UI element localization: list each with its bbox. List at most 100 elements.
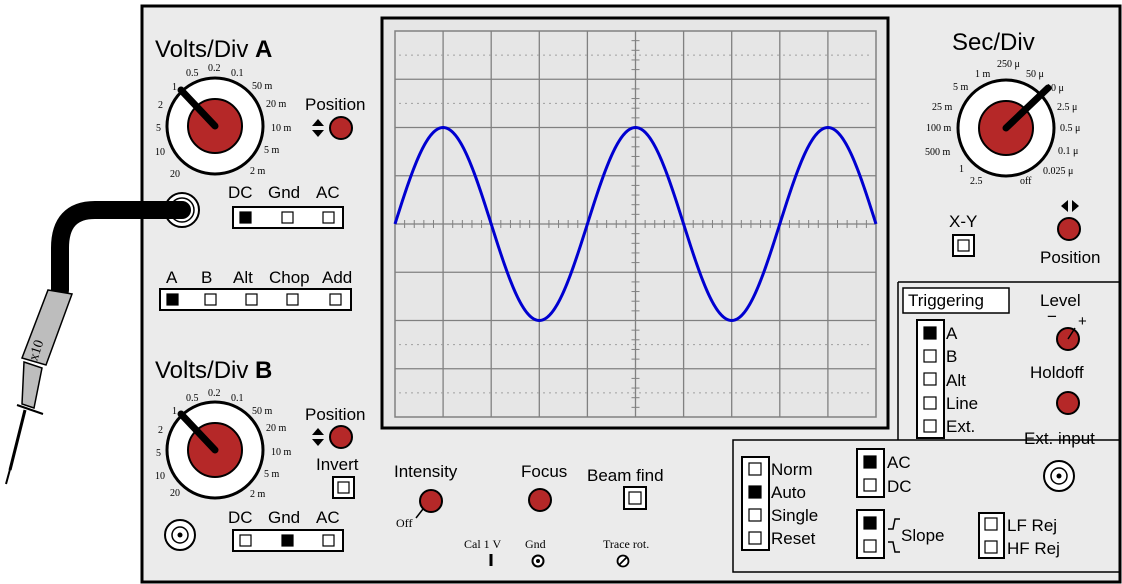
svg-text:AC: AC bbox=[887, 453, 911, 472]
svg-text:10 m: 10 m bbox=[271, 447, 292, 458]
svg-text:10: 10 bbox=[155, 471, 165, 482]
falling-edge-icon bbox=[888, 541, 900, 553]
sec-div-knob[interactable] bbox=[956, 78, 1056, 178]
cal-label: Cal 1 V bbox=[464, 537, 501, 551]
svg-text:1: 1 bbox=[959, 164, 964, 175]
mode-add-button[interactable] bbox=[329, 293, 342, 306]
svg-text:A: A bbox=[946, 324, 958, 343]
svg-text:B: B bbox=[201, 268, 212, 287]
holdoff-label: Holdoff bbox=[1030, 363, 1084, 382]
level-label: Level bbox=[1040, 291, 1081, 310]
slope-falling-button[interactable] bbox=[863, 539, 877, 553]
mode-b-button[interactable] bbox=[204, 293, 217, 306]
focus-knob[interactable] bbox=[528, 488, 552, 512]
volts-div-b-title: Volts/Div B bbox=[155, 357, 272, 384]
gnd-terminal-label: Gnd bbox=[525, 537, 546, 551]
svg-text:Norm: Norm bbox=[771, 460, 813, 479]
svg-text:DC: DC bbox=[228, 183, 253, 202]
intensity-knob[interactable] bbox=[419, 489, 443, 513]
svg-text:2.5: 2.5 bbox=[970, 176, 983, 187]
trigger-mode-labels: Norm Auto Single Reset bbox=[771, 460, 818, 548]
trace-rot-screw[interactable] bbox=[616, 554, 630, 568]
probe-cable bbox=[51, 201, 191, 299]
mode-chop-button[interactable] bbox=[286, 293, 299, 306]
holdoff-knob[interactable] bbox=[1056, 391, 1080, 415]
mode-alt-button[interactable] bbox=[245, 293, 258, 306]
svg-text:AC: AC bbox=[316, 508, 340, 527]
trigger-source-ext-button[interactable] bbox=[923, 419, 937, 433]
svg-text:5: 5 bbox=[156, 448, 161, 459]
coupling-a-ac-button[interactable] bbox=[322, 211, 335, 224]
trigger-coupling-ac-button[interactable] bbox=[863, 455, 877, 469]
trigger-source-b-button[interactable] bbox=[923, 349, 937, 363]
volts-div-a-knob[interactable] bbox=[165, 76, 265, 176]
intensity-off-label: Off bbox=[396, 516, 412, 530]
sec-div-scale: 250 μ 50 μ 10 μ 2.5 μ 0.5 μ 0.1 μ 0.025 … bbox=[925, 59, 1080, 187]
coupling-b-dc-button[interactable] bbox=[239, 534, 252, 547]
horizontal-position-label: Position bbox=[1040, 248, 1100, 267]
bnc-input-b bbox=[164, 519, 196, 551]
svg-text:off: off bbox=[1020, 176, 1032, 187]
svg-text:Add: Add bbox=[322, 268, 352, 287]
coupling-b-gnd-button[interactable] bbox=[281, 534, 294, 547]
intensity-label: Intensity bbox=[394, 462, 458, 481]
sec-div-pointer bbox=[1002, 84, 1052, 132]
trigger-mode-auto-button[interactable] bbox=[748, 485, 762, 499]
mode-a-button[interactable] bbox=[166, 293, 179, 306]
trigger-source-a-button[interactable] bbox=[923, 326, 937, 340]
focus-label: Focus bbox=[521, 462, 567, 481]
trigger-source-alt-button[interactable] bbox=[923, 372, 937, 386]
coupling-b-ac-button[interactable] bbox=[322, 534, 335, 547]
svg-text:0.1: 0.1 bbox=[231, 68, 244, 79]
leftright-arrow-icon bbox=[1061, 200, 1079, 212]
beam-find-button[interactable] bbox=[623, 486, 647, 510]
svg-text:100 m: 100 m bbox=[926, 123, 952, 134]
trigger-lower-box bbox=[732, 439, 1121, 573]
svg-text:10 m: 10 m bbox=[271, 123, 292, 134]
svg-text:20 m: 20 m bbox=[266, 423, 287, 434]
volts-div-a-title: Volts/Div A bbox=[155, 36, 272, 63]
hf-rej-button[interactable] bbox=[984, 540, 998, 554]
volts-div-a-scale: 0.5 0.2 0.1 50 m 20 m 10 m 5 m 2 m 20 10… bbox=[155, 63, 292, 180]
ext-input-label: Ext. input bbox=[1024, 429, 1095, 448]
trigger-mode-norm-button[interactable] bbox=[748, 462, 762, 476]
lf-rej-button[interactable] bbox=[984, 517, 998, 531]
trigger-coupling-dc-button[interactable] bbox=[863, 478, 877, 492]
svg-text:Auto: Auto bbox=[771, 483, 806, 502]
svg-text:10 μ: 10 μ bbox=[1046, 83, 1064, 94]
triggering-title: Triggering bbox=[908, 291, 984, 310]
gnd-terminal bbox=[531, 554, 545, 568]
svg-text:2 m: 2 m bbox=[250, 166, 266, 177]
svg-text:2: 2 bbox=[158, 100, 163, 111]
svg-text:20: 20 bbox=[170, 488, 180, 499]
trigger-mode-reset-button[interactable] bbox=[748, 531, 762, 545]
svg-text:Gnd: Gnd bbox=[268, 508, 300, 527]
coupling-a-gnd-button[interactable] bbox=[281, 211, 294, 224]
svg-text:5: 5 bbox=[156, 123, 161, 134]
trigger-mode-single-button[interactable] bbox=[748, 508, 762, 522]
xy-button[interactable] bbox=[952, 234, 975, 257]
updown-arrow-icon bbox=[312, 119, 324, 137]
svg-text:2 m: 2 m bbox=[250, 489, 266, 500]
svg-text:0.5: 0.5 bbox=[186, 68, 199, 79]
svg-text:250 μ: 250 μ bbox=[997, 59, 1020, 70]
probe: x10 bbox=[5, 289, 74, 485]
volts-div-b-scale: 0.5 0.2 0.1 50 m 20 m 10 m 5 m 2 m 20 10… bbox=[155, 388, 292, 500]
svg-text:5 m: 5 m bbox=[953, 82, 969, 93]
trigger-source-line-button[interactable] bbox=[923, 396, 937, 410]
svg-text:Gnd: Gnd bbox=[268, 183, 300, 202]
svg-text:2: 2 bbox=[158, 425, 163, 436]
horizontal-position-knob[interactable] bbox=[1057, 217, 1081, 241]
svg-text:HF Rej: HF Rej bbox=[1007, 539, 1060, 558]
coupling-a-dc-button[interactable] bbox=[239, 211, 252, 224]
svg-text:50 m: 50 m bbox=[252, 406, 273, 417]
slope-rising-button[interactable] bbox=[863, 516, 877, 530]
position-b-knob[interactable] bbox=[329, 425, 353, 449]
volts-div-b-knob[interactable] bbox=[165, 400, 265, 500]
svg-text:2.5 μ: 2.5 μ bbox=[1057, 102, 1077, 113]
invert-button[interactable] bbox=[332, 476, 355, 499]
trigger-source-labels: A B Alt Line Ext. bbox=[946, 324, 978, 436]
position-a-knob[interactable] bbox=[329, 116, 353, 140]
svg-text:DC: DC bbox=[887, 477, 912, 496]
